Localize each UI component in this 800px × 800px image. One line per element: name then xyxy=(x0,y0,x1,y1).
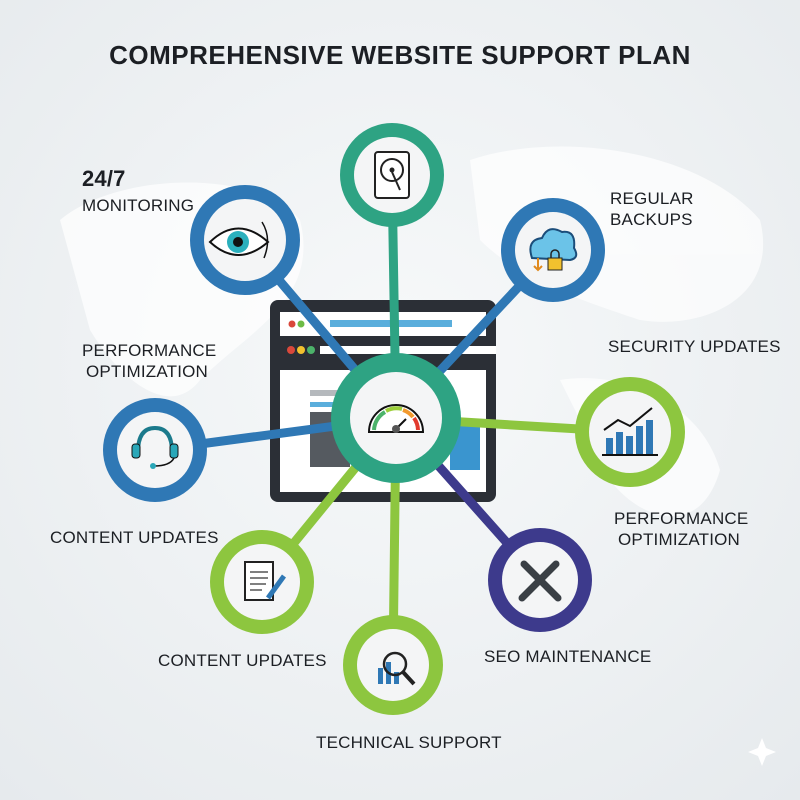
magnifier-chart-icon xyxy=(378,651,416,686)
label-technical-support: TECHNICAL SUPPORT xyxy=(316,733,502,752)
label-performance-right-bottom: OPTIMIZATION xyxy=(618,530,741,549)
headset-icon xyxy=(131,425,179,469)
label-content-updates-left: CONTENT UPDATES xyxy=(50,528,219,547)
label-performance-left-bottom: OPTIMIZATION xyxy=(86,362,209,381)
node-seo-analysis xyxy=(343,615,443,715)
label-seo-maintenance: SEO MAINTENANCE xyxy=(484,647,652,666)
cloud-lock-icon xyxy=(529,228,578,272)
page-title: COMPREHENSIVE WEBSITE SUPPORT PLAN xyxy=(109,40,691,70)
label-performance-left-top: PERFORMANCE xyxy=(82,341,217,360)
document-pen-icon xyxy=(244,561,287,601)
label-monitoring-top: 24/7 xyxy=(82,166,126,191)
node-backups xyxy=(501,198,605,302)
eye-icon xyxy=(208,221,270,259)
node-content xyxy=(210,530,314,634)
node-storage xyxy=(340,123,444,227)
speedometer-icon xyxy=(367,404,425,433)
node-monitoring xyxy=(190,185,300,295)
node-support xyxy=(103,398,207,502)
hard-drive-icon xyxy=(374,151,410,199)
label-content-updates-bottom: CONTENT UPDATES xyxy=(158,651,327,670)
label-backups-top: REGULAR xyxy=(610,189,694,208)
label-backups-bottom: BACKUPS xyxy=(610,210,693,229)
node-center-performance xyxy=(331,353,461,483)
wrench-icon xyxy=(518,560,562,602)
node-analytics xyxy=(575,377,685,487)
bar-chart-icon xyxy=(602,407,658,456)
label-security-updates: SECURITY UPDATES xyxy=(608,337,781,356)
node-seo-tools xyxy=(488,528,592,632)
label-monitoring-bottom: MONITORING xyxy=(82,196,195,215)
sparkle-icon xyxy=(748,738,776,766)
label-performance-right-top: PERFORMANCE xyxy=(614,509,749,528)
